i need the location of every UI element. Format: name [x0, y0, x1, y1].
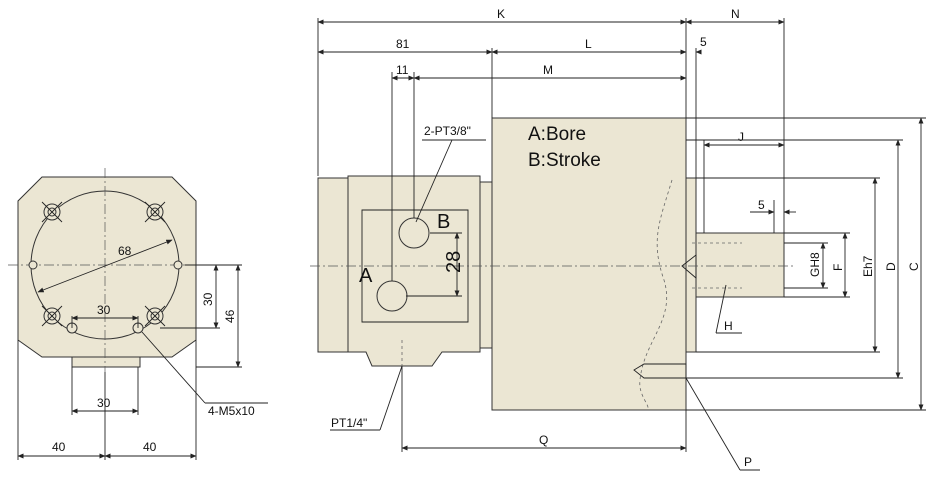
- dim-D: D: [884, 262, 898, 271]
- port-a-label: A: [359, 265, 373, 287]
- dim-L: L: [585, 37, 592, 51]
- dim-11: 11: [396, 63, 409, 77]
- valve-flange: [479, 181, 493, 349]
- front-hole-right: [173, 260, 183, 270]
- front-hole-left: [28, 260, 38, 270]
- bore-label: A:Bore: [528, 124, 586, 145]
- port-b-label: B: [437, 211, 450, 233]
- dim-GH8: GH8: [808, 252, 822, 277]
- dim-30-bottom: 30: [97, 396, 111, 410]
- drain-port-label: PT1/4": [331, 416, 367, 430]
- dim-40-right: 40: [143, 440, 157, 454]
- dim-M: M: [543, 63, 553, 77]
- dim-5-right: 5: [758, 198, 765, 212]
- dim-N: N: [731, 7, 740, 21]
- dim-30-side: 30: [201, 292, 215, 306]
- dim-Eh7: Eh7: [861, 255, 875, 277]
- dim-46: 46: [223, 309, 237, 323]
- rod-housing: [685, 177, 697, 353]
- cylinder-body: [491, 117, 687, 411]
- dim-P: P: [744, 455, 752, 469]
- port-a-hole: [376, 280, 408, 312]
- stroke-label: B:Stroke: [528, 150, 601, 171]
- front-view: 68 30 30 46 30 40 40 4-M5x10: [8, 168, 268, 460]
- dim-28: 28: [443, 251, 465, 273]
- front-body: [17, 176, 197, 358]
- dim-30-top: 30: [97, 303, 111, 317]
- side-view: B A A:Bore B:Stroke K N 81 L: [310, 7, 926, 471]
- front-boss: [71, 356, 141, 368]
- dim-J: J: [738, 130, 744, 144]
- dim-68: 68: [118, 244, 132, 258]
- dim-Q: Q: [539, 433, 548, 447]
- port-spec-label: 2-PT3/8": [424, 124, 471, 138]
- dim-40-left: 40: [52, 440, 66, 454]
- mount-hole-label: 4-M5x10: [208, 404, 255, 418]
- dim-K: K: [497, 7, 505, 21]
- dim-H: H: [724, 319, 733, 333]
- dim-81: 81: [396, 37, 410, 51]
- side-cap: [317, 177, 349, 353]
- piston-rod: [695, 232, 785, 298]
- dim-F: F: [831, 264, 845, 271]
- dim-5-top: 5: [700, 35, 707, 49]
- dim-C: C: [907, 262, 921, 271]
- front-screws: [41, 201, 166, 327]
- port-b-hole: [398, 217, 430, 249]
